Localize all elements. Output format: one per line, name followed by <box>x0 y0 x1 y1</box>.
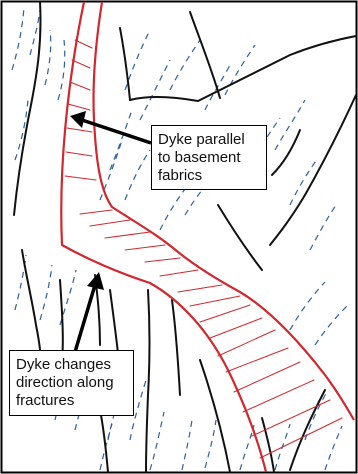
callout-dyke-changes-line-3: fractures <box>16 392 127 410</box>
callout-dyke-parallel-line-1: Dyke parallel <box>158 131 260 149</box>
callout-dyke-changes: Dyke changes direction along fractures <box>9 350 134 416</box>
callout-dyke-parallel: Dyke parallel to basement fabrics <box>151 125 267 190</box>
callout-dyke-parallel-line-2: to basement <box>158 149 260 167</box>
callout-dyke-parallel-line-3: fabrics <box>158 167 260 185</box>
callout-dyke-changes-line-2: direction along <box>16 374 127 392</box>
callout-dyke-changes-line-1: Dyke changes <box>16 356 127 374</box>
arrow-parallel <box>70 111 151 143</box>
